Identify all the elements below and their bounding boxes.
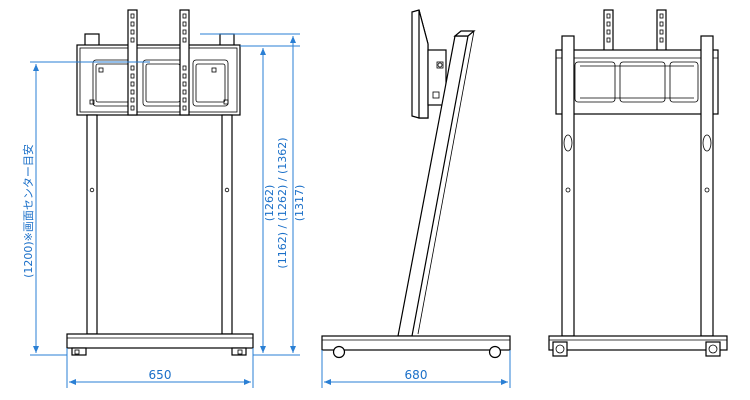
front-caster-right xyxy=(231,347,247,356)
screen-center-label: (1200)※画面センター目安 xyxy=(21,144,35,278)
side-caster-right xyxy=(488,345,502,359)
side-view xyxy=(321,9,511,359)
side-dimensions xyxy=(321,350,511,388)
rear-view xyxy=(548,9,728,357)
front-base xyxy=(66,333,254,349)
rear-left-post xyxy=(561,35,575,337)
height-dimensions xyxy=(200,33,300,356)
front-caster-left xyxy=(71,347,87,356)
rear-bracket-right xyxy=(656,9,667,53)
rear-caster-right xyxy=(705,341,721,357)
front-vesa-bracket-right xyxy=(179,9,190,116)
front-left-post xyxy=(86,114,98,335)
front-width-label: 650 xyxy=(149,368,172,382)
front-right-post xyxy=(221,114,233,335)
front-right-post-cap xyxy=(219,33,235,47)
rear-base xyxy=(548,335,728,351)
side-caster-left xyxy=(332,345,346,359)
rear-bracket-left xyxy=(603,9,614,53)
rear-right-post xyxy=(700,35,714,337)
front-view xyxy=(66,9,254,356)
height-label-overall: (1317) xyxy=(293,185,306,222)
front-left-post-cap xyxy=(84,33,100,47)
side-base xyxy=(321,335,511,351)
side-depth-label: 680 xyxy=(405,368,428,382)
front-mount-panel-inner xyxy=(79,47,238,113)
rear-mount-frame xyxy=(555,49,719,115)
rear-caster-left xyxy=(552,341,568,357)
height-label-1: (1262) xyxy=(263,185,276,222)
front-mount-panel xyxy=(76,44,241,116)
height-label-2: (1162) / (1262) / (1362) xyxy=(276,137,289,268)
